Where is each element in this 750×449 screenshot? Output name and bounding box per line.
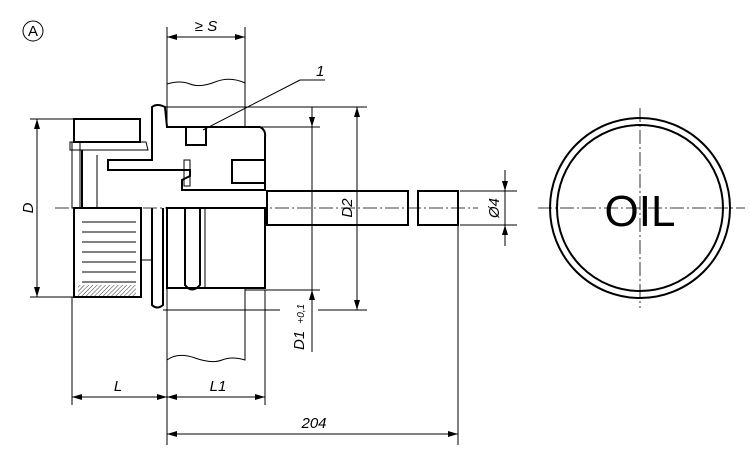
dipstick-shaft bbox=[266, 190, 459, 226]
svg-text:D2: D2 bbox=[339, 198, 356, 218]
dim-l-label: L bbox=[114, 378, 122, 395]
dim-lengths: L L1 204 bbox=[71, 225, 459, 445]
svg-text:Ø4: Ø4 bbox=[486, 198, 503, 219]
dim-d2: D2 bbox=[163, 106, 367, 311]
item-1-callout: 1 bbox=[202, 63, 325, 131]
dim-l1-label: L1 bbox=[210, 378, 227, 395]
view-label-a: A bbox=[22, 20, 44, 42]
dim-shaft-diameter: Ø4 bbox=[460, 170, 517, 246]
o-ring-seal bbox=[185, 126, 207, 146]
dim-d: D bbox=[20, 118, 74, 298]
dim-204-label: 204 bbox=[300, 415, 326, 432]
oil-plug-section bbox=[69, 104, 267, 309]
wall-section-bottom bbox=[166, 287, 246, 363]
svg-text:D1 +0,1: D1 +0,1 bbox=[291, 304, 308, 350]
dim-d1-label: D1 bbox=[291, 331, 308, 350]
svg-text:1: 1 bbox=[316, 63, 324, 80]
svg-text:D: D bbox=[20, 202, 37, 213]
wall-section-top bbox=[166, 78, 246, 128]
cap-marking-oil: OIL bbox=[605, 187, 676, 236]
dim-d1: D1 +0,1 bbox=[245, 107, 320, 352]
cap-front-view: OIL bbox=[538, 108, 745, 308]
dim-d1-tolerance: +0,1 bbox=[296, 304, 307, 324]
svg-text:≥ S: ≥ S bbox=[195, 18, 217, 35]
svg-text:A: A bbox=[28, 23, 38, 40]
dim-wall-thickness: ≥ S bbox=[166, 18, 246, 84]
